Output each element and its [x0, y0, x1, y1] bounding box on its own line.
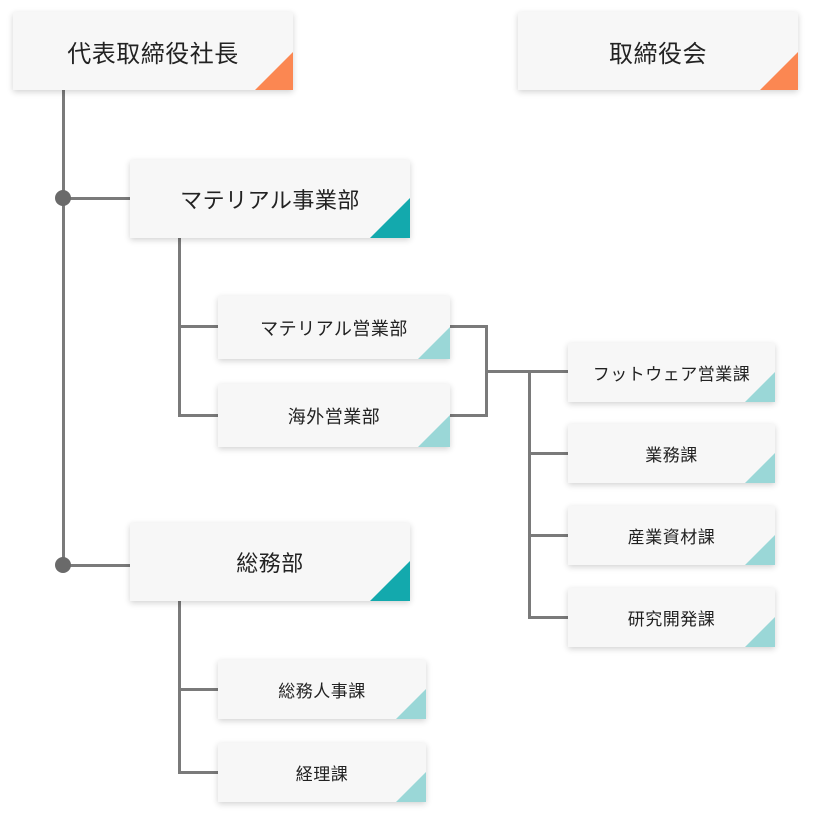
rnd-box: 研究開発課 [568, 588, 775, 647]
president-label: 代表取締役社長 [67, 39, 239, 68]
connector-dot [55, 557, 71, 573]
corner-accent [418, 327, 450, 359]
material-division-box: マテリアル事業部 [130, 160, 410, 238]
connector-line [450, 325, 487, 328]
connector-line [528, 616, 568, 619]
corner-accent [760, 52, 798, 90]
material-sales-box: マテリアル営業部 [218, 296, 450, 359]
connector-line [485, 370, 530, 373]
industrial-materials-label: 産業資材課 [627, 528, 716, 548]
footwear-sales-box: フットウェア営業課 [568, 343, 775, 402]
board-box: 取締役会 [518, 12, 798, 90]
corner-accent [370, 198, 410, 238]
connector-line [528, 370, 531, 618]
connector-line [528, 452, 568, 455]
overseas-sales-label: 海外営業部 [287, 406, 381, 428]
corner-accent [745, 535, 775, 565]
corner-accent [745, 617, 775, 647]
connector-line [178, 771, 218, 774]
connector-line [528, 370, 568, 373]
connector-line [178, 688, 218, 691]
ga-hr-box: 総務人事課 [218, 660, 426, 719]
ga-hr-label: 総務人事課 [278, 682, 366, 702]
general-affairs-label: 総務部 [236, 552, 304, 577]
connector-dot [55, 190, 71, 206]
corner-accent [396, 772, 426, 802]
corner-accent [396, 689, 426, 719]
board-label: 取締役会 [609, 39, 707, 68]
connector-line [62, 564, 130, 567]
president-box: 代表取締役社長 [13, 12, 293, 90]
material-sales-label: マテリアル営業部 [260, 318, 408, 340]
connector-line [450, 414, 487, 417]
corner-accent [418, 415, 450, 447]
rnd-label: 研究開発課 [627, 610, 716, 630]
business-label: 業務課 [645, 446, 698, 466]
general-affairs-box: 総務部 [130, 523, 410, 601]
connector-line [528, 534, 568, 537]
accounting-label: 経理課 [295, 765, 349, 785]
business-box: 業務課 [568, 424, 775, 483]
connector-line [178, 414, 218, 417]
connector-line [178, 325, 218, 328]
corner-accent [745, 372, 775, 402]
overseas-sales-box: 海外営業部 [218, 384, 450, 447]
connector-line [62, 197, 130, 200]
connector-line [62, 90, 65, 566]
corner-accent [370, 561, 410, 601]
corner-accent [255, 52, 293, 90]
accounting-box: 経理課 [218, 743, 426, 802]
connector-line [178, 601, 181, 774]
corner-accent [745, 453, 775, 483]
industrial-materials-box: 産業資材課 [568, 506, 775, 565]
footwear-sales-label: フットウェア営業課 [592, 365, 751, 385]
material-division-label: マテリアル事業部 [180, 189, 360, 214]
